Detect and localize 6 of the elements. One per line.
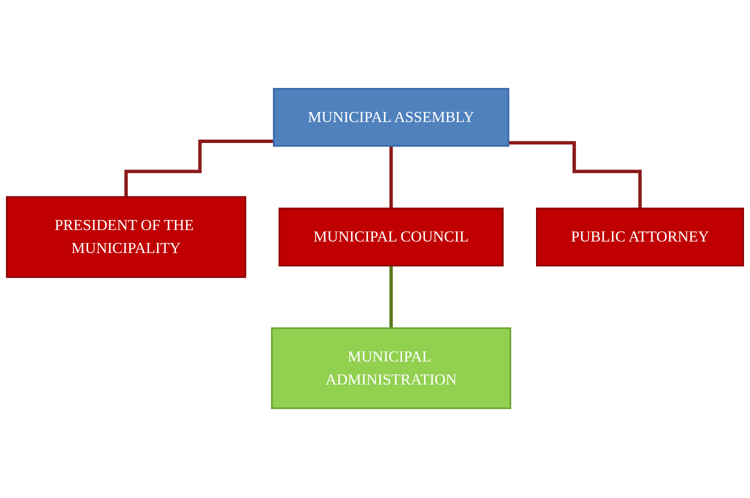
node-box: PRESIDENT OF THE MUNICIPALITY [6,196,246,278]
node-box: MUNICIPAL ADMINISTRATION [270,328,512,410]
node-box: MUNICIPAL ASSEMBLY [272,88,510,148]
node-box: MUNICIPAL COUNCIL [278,208,504,267]
connector [389,264,393,330]
node-box: PUBLIC ATTORNEY [536,208,744,267]
